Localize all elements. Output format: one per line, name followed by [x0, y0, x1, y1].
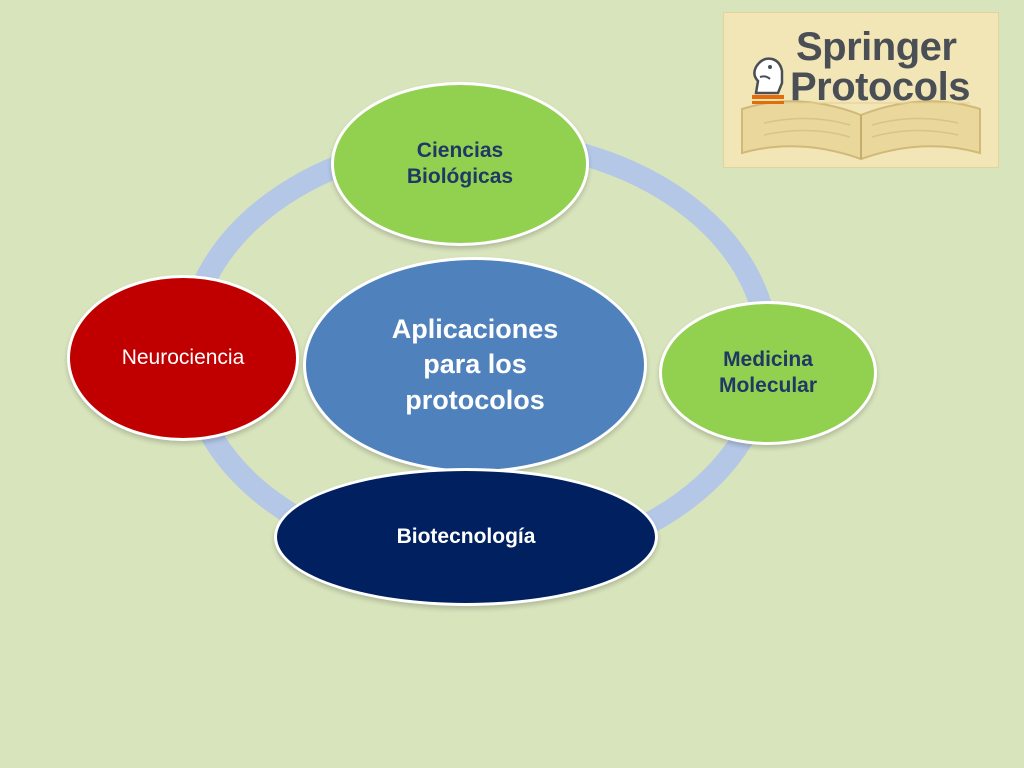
node-biotecnologia: Biotecnología: [274, 468, 658, 606]
chess-knight-icon: [752, 57, 784, 104]
logo-line1: Springer: [796, 25, 957, 69]
node-label: Ciencias Biológicas: [406, 138, 514, 188]
node-label: Medicina Molecular: [718, 347, 818, 397]
logo-line2: Protocols: [790, 65, 970, 109]
node-neurociencia: Neurociencia: [67, 275, 299, 441]
open-book-icon: [741, 100, 981, 161]
springer-protocols-logo: Springer Protocols: [723, 12, 999, 168]
center-label: Aplicaciones para los protocolos: [391, 314, 559, 415]
node-medicina-molecular: Medicina Molecular: [659, 301, 877, 445]
center-node: Aplicaciones para los protocolos: [303, 257, 647, 473]
node-ciencias-biologicas: Ciencias Biológicas: [331, 82, 589, 246]
node-label: Neurociencia: [121, 345, 245, 369]
node-label: Biotecnología: [396, 524, 536, 548]
